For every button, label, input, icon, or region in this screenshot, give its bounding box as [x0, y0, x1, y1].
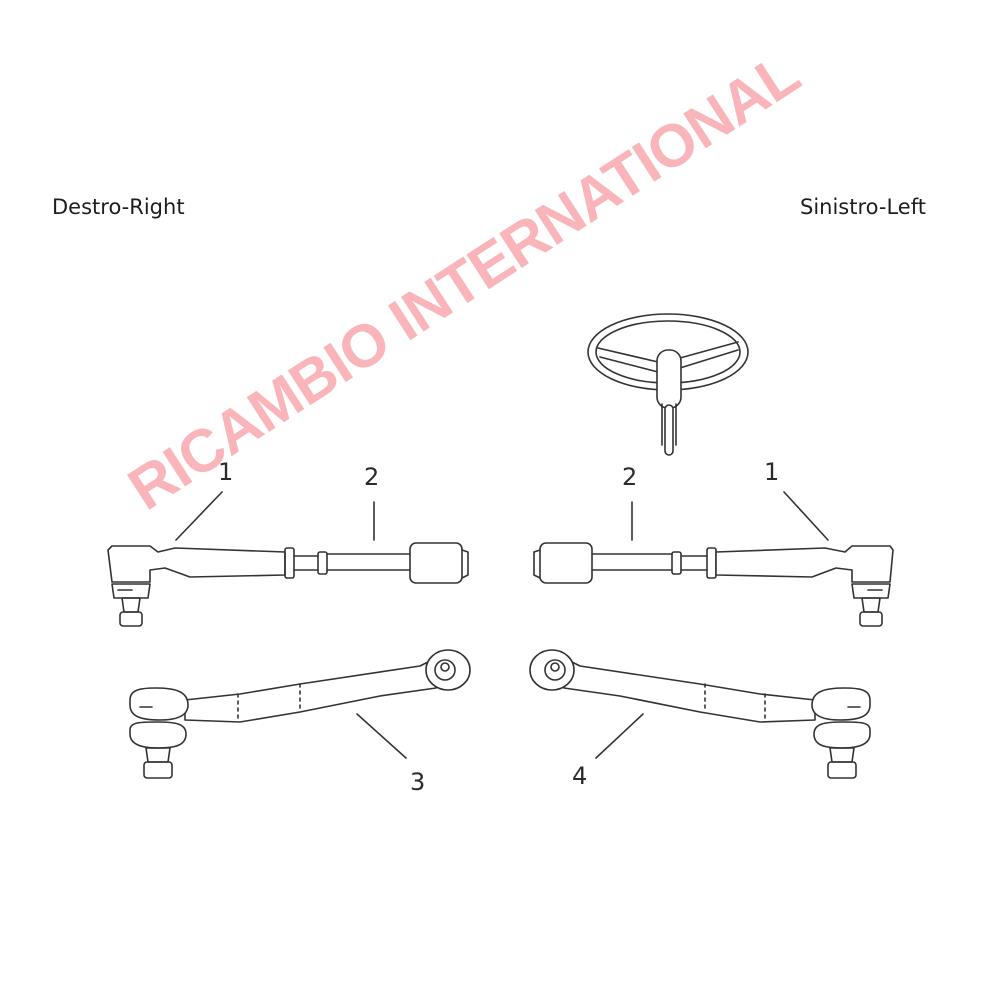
left-tie-rod-assembly	[533, 491, 894, 627]
callout-4: 4	[572, 762, 588, 790]
callout-1-left: 1	[764, 458, 780, 486]
steering-wheel-icon	[587, 313, 749, 456]
callout-1-right: 1	[218, 458, 234, 486]
right-track-rod	[129, 649, 471, 779]
right-tie-rod-assembly	[107, 491, 469, 627]
label-destro-right: Destro-Right	[52, 195, 185, 219]
callout-3: 3	[410, 768, 426, 796]
left-track-rod	[529, 649, 871, 779]
label-sinistro-left: Sinistro-Left	[800, 195, 926, 219]
callout-2-right: 2	[364, 463, 380, 491]
callout-2-left: 2	[622, 463, 638, 491]
